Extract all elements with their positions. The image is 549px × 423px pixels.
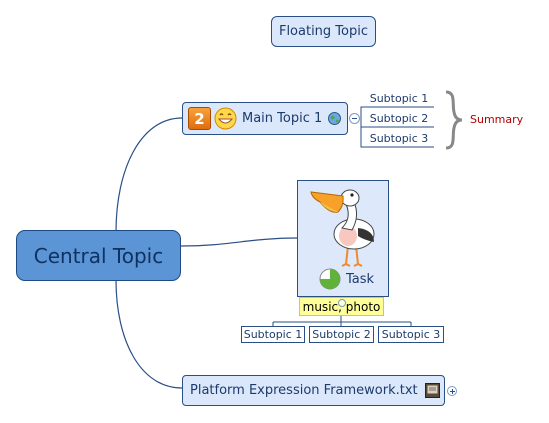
smiley-icon [214, 107, 237, 130]
summary-topic[interactable]: Summary [470, 113, 523, 126]
subtopic-2[interactable]: Subtopic 2 [364, 112, 434, 126]
priority-2-icon: 2 [188, 107, 211, 130]
task-subtopic-2-label: Subtopic 2 [312, 328, 371, 341]
connector-subtopic-3 [360, 118, 434, 148]
subtopic-2-label: Subtopic 2 [369, 112, 429, 125]
file-topic-label: Platform Expression Framework.txt [190, 383, 418, 398]
floating-topic-label: Floating Topic [278, 24, 369, 39]
task-subtopic-3-label: Subtopic 3 [381, 328, 441, 341]
connector-file-topic [115, 279, 183, 389]
task-progress-pie-icon [319, 268, 341, 290]
subtopic-1-label: Subtopic 1 [369, 92, 429, 105]
task-topic-label: Task [346, 272, 375, 287]
central-topic-label: Central Topic [33, 243, 164, 268]
connector-task-topic [180, 237, 298, 247]
main-topic-1-label: Main Topic 1 [242, 111, 323, 126]
task-subtopic-1[interactable]: Subtopic 1 [241, 326, 305, 343]
main-topic-1[interactable]: 2 Main Topic 1 [182, 102, 348, 135]
pelican-image [308, 184, 378, 269]
connector-main-topic-1 [115, 117, 183, 233]
summary-brace [445, 90, 463, 150]
summary-label: Summary [470, 113, 524, 126]
text-file-icon[interactable] [424, 383, 440, 398]
subtopic-3-label: Subtopic 3 [369, 132, 429, 145]
collapse-icon[interactable] [349, 113, 360, 124]
globe-hyperlink-icon[interactable] [328, 112, 342, 125]
task-subtopic-2[interactable]: Subtopic 2 [309, 326, 374, 343]
subtopic-3[interactable]: Subtopic 3 [364, 132, 434, 146]
central-topic[interactable]: Central Topic [16, 230, 181, 281]
collapse-icon[interactable] [338, 299, 346, 307]
subtopic-1[interactable]: Subtopic 1 [364, 92, 434, 106]
task-subtopic-3[interactable]: Subtopic 3 [378, 326, 444, 343]
task-topic[interactable]: Task [297, 180, 389, 297]
expand-icon[interactable] [447, 386, 457, 396]
file-topic[interactable]: Platform Expression Framework.txt [182, 375, 445, 406]
task-subtopic-1-label: Subtopic 1 [243, 328, 303, 341]
floating-topic[interactable]: Floating Topic [271, 16, 376, 47]
